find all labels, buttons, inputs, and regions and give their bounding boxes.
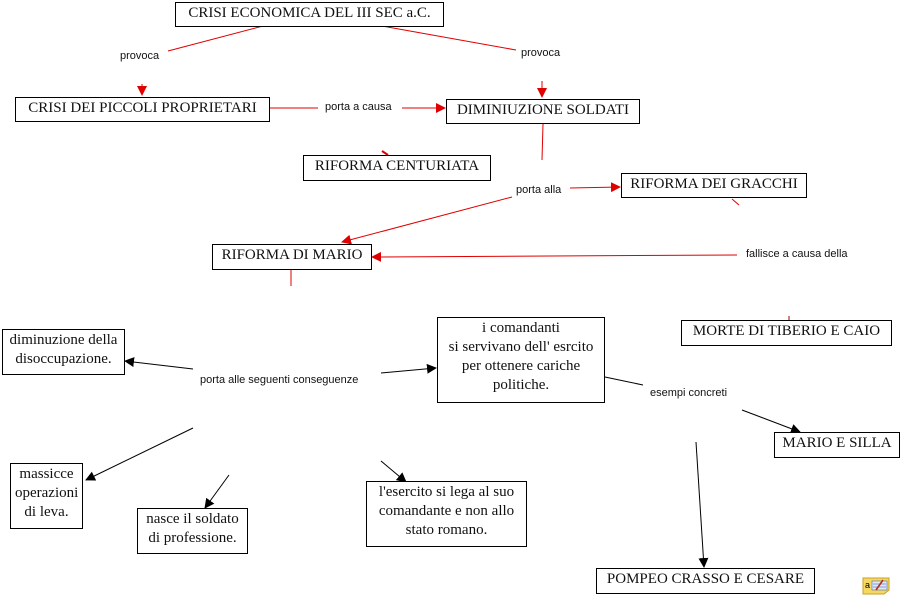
link-esempi-to-mario-silla: [741, 409, 801, 434]
link-crisi-provoca-right: [381, 25, 517, 51]
link-to-soldato-professione: [204, 474, 230, 509]
node-crisi-piccoli-proprietari[interactable]: CRISI DEI PICCOLI PROPRIETARI: [15, 97, 270, 122]
link-diminuzione-porta-alla: [541, 123, 544, 161]
node-esercito-comandante[interactable]: l'esercito si lega al suo comandante e n…: [366, 481, 527, 547]
node-comandanti[interactable]: i comandanti si servivano dell' esrcito …: [437, 317, 605, 403]
svg-text:a: a: [865, 580, 870, 590]
node-diminuzione-soldati[interactable]: DIMINIUZIONE SOLDATI: [446, 99, 640, 124]
link-label-porta-conseguenze: porta alle seguenti conseguenze: [200, 374, 359, 387]
node-riforma-gracchi[interactable]: RIFORMA DEI GRACCHI: [621, 173, 807, 198]
node-pompeo-crasso-cesare[interactable]: POMPEO CRASSO E CESARE: [596, 568, 815, 594]
link-esempi-to-pompeo: [695, 441, 709, 568]
node-crisi-economica[interactable]: CRISI ECONOMICA DEL III SEC a.C.: [175, 2, 444, 27]
link-label-fallisce: fallisce a causa della: [746, 248, 848, 261]
node-soldato-professione[interactable]: nasce il soldato di professione.: [137, 508, 248, 554]
node-riforma-centuriata[interactable]: RIFORMA CENTURIATA: [303, 155, 491, 181]
link-label-esempi-concreti: esempi concreti: [650, 387, 728, 400]
link-conseguenze-to-disoccupazione: [124, 357, 194, 370]
link-porta-alla-to-gracchi: [569, 182, 621, 193]
link-comandanti-esempi: [604, 376, 644, 386]
note-edit-icon[interactable]: a: [862, 577, 890, 595]
link-porta-alla-to-mario: [341, 196, 513, 245]
node-diminuzione-disoccupazione[interactable]: diminuzione della disoccupazione.: [2, 329, 125, 375]
node-mario-silla[interactable]: MARIO E SILLA: [774, 432, 900, 458]
link-conseguenze-to-comandanti: [380, 363, 437, 374]
link-fallisce-to-mario: [371, 251, 738, 262]
link-conseguenze-to-leva: [85, 427, 194, 481]
link-label-provoca-right: provoca: [521, 47, 561, 60]
node-massicce-leva[interactable]: massicce operazioni di leva.: [10, 463, 83, 529]
link-crisi-provoca-left: [167, 25, 264, 52]
link-label-porta-alla: porta alla: [516, 184, 562, 197]
node-riforma-mario[interactable]: RIFORMA DI MARIO: [212, 244, 372, 270]
link-gracchi-stub: [731, 198, 740, 206]
link-label-provoca-left: provoca: [120, 50, 160, 63]
link-to-esercito-comandante: [380, 460, 407, 483]
node-morte-tiberio-caio[interactable]: MORTE DI TIBERIO E CAIO: [681, 320, 892, 346]
link-label-porta-a-causa: porta a causa: [325, 101, 392, 114]
link-riforma-centuriata-stub: [381, 150, 389, 156]
